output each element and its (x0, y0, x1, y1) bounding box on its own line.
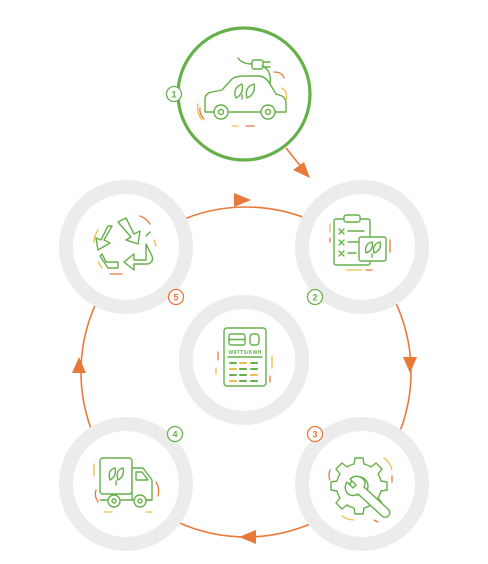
cycle-arrow-top (234, 193, 251, 207)
connector-1-2 (285, 147, 303, 169)
step-number-2: 2 (312, 293, 317, 303)
connector-arrow (293, 162, 310, 178)
recycle-icon (95, 217, 154, 271)
step-number-5: 5 (173, 293, 178, 303)
step-2-node: 2 (295, 180, 429, 314)
step-1-node: 1 (165, 26, 312, 162)
recycle-accent-strokes (93, 215, 157, 275)
step-badge-2 (306, 288, 324, 306)
step-3-node: 3 (295, 417, 429, 551)
gear-wrench-icon (330, 457, 391, 518)
checklist-accent-strokes (329, 223, 391, 271)
step-4-node: 4 (59, 417, 193, 551)
meter-readout (229, 362, 258, 382)
eco-checklist-icon (333, 214, 387, 266)
step-number-1: 1 (171, 90, 176, 100)
step-number-3: 3 (312, 430, 317, 440)
energy-meter-icon (223, 327, 267, 387)
electric-car-plug-icon (204, 57, 287, 120)
step-5-node: 5 (59, 180, 193, 314)
gear-accent-strokes (328, 457, 393, 523)
step-badge-1 (165, 85, 183, 103)
cycle-arrow-bottom (239, 530, 256, 544)
cycle-arrow-right (403, 357, 417, 373)
meter-label: WATTS/KWH (228, 350, 261, 356)
step-badge-5 (167, 288, 185, 306)
car-accent-strokes (196, 71, 288, 127)
truck-accent-strokes (93, 463, 160, 513)
eco-truck-icon (99, 457, 153, 508)
meter-accent-strokes (215, 351, 273, 383)
step-badge-3 (306, 425, 324, 443)
step-badge-4 (166, 425, 184, 443)
cycle-arrow-left (72, 357, 86, 373)
center-node: WATTS/KWH (179, 295, 309, 425)
step-number-4: 4 (172, 430, 177, 440)
